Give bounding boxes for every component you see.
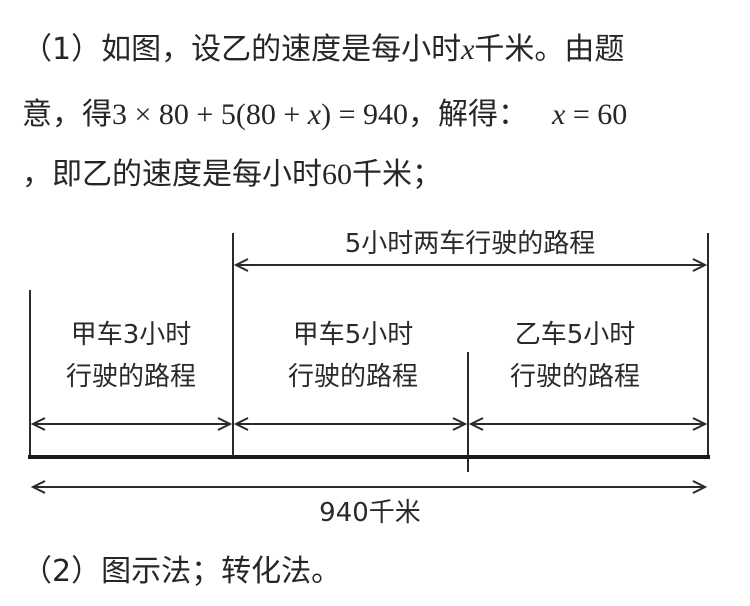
solution-line-1: （1）如图，设乙的速度是每小时x千米。由题 bbox=[22, 30, 624, 70]
line3-suffix: 千米； bbox=[352, 157, 442, 192]
line2-mid: ，解得： bbox=[408, 97, 528, 132]
label-seg2-line2: 行驶的路程 bbox=[288, 362, 418, 392]
arrowhead-left bbox=[233, 258, 249, 272]
line1-prefix: （1）如图，设乙的速度是每小时 bbox=[22, 32, 462, 67]
label-seg3-line1: 乙车5小时 bbox=[515, 320, 636, 350]
line3-prefix: ，即乙的速度是每小时 bbox=[22, 157, 322, 192]
equation-variable-x: x bbox=[307, 98, 322, 131]
speed-value: 60 bbox=[322, 158, 352, 191]
equation-right: ) = 940 bbox=[321, 98, 408, 131]
solution-line-3: ，即乙的速度是每小时60千米； bbox=[22, 155, 442, 195]
variable-x: x bbox=[461, 33, 475, 66]
line1-suffix: 千米。由题 bbox=[474, 32, 625, 67]
label-five-hours: 5小时两车行驶的路程 bbox=[345, 229, 596, 259]
solution-line-2: 意，得3 × 80 + 5(80 + x) = 940，解得：x = 60 bbox=[22, 95, 627, 135]
label-seg2-line1: 甲车5小时 bbox=[293, 320, 414, 350]
solution-line-4: （2）图示法；转化法。 bbox=[22, 554, 342, 589]
equation-left: 3 × 80 + 5(80 + bbox=[112, 98, 308, 131]
line2-prefix: 意，得 bbox=[22, 97, 112, 132]
arrowhead-right bbox=[692, 258, 708, 272]
label-seg3-line2: 行驶的路程 bbox=[510, 362, 640, 392]
label-seg1-line2: 行驶的路程 bbox=[66, 362, 196, 392]
result-value: = 60 bbox=[565, 98, 628, 131]
result: x = 60 bbox=[552, 98, 627, 131]
label-seg1-line1: 甲车3小时 bbox=[71, 320, 192, 350]
label-total: 940千米 bbox=[319, 498, 421, 528]
result-variable-x: x bbox=[552, 98, 566, 131]
equation: 3 × 80 + 5(80 + x) = 940 bbox=[112, 98, 408, 131]
